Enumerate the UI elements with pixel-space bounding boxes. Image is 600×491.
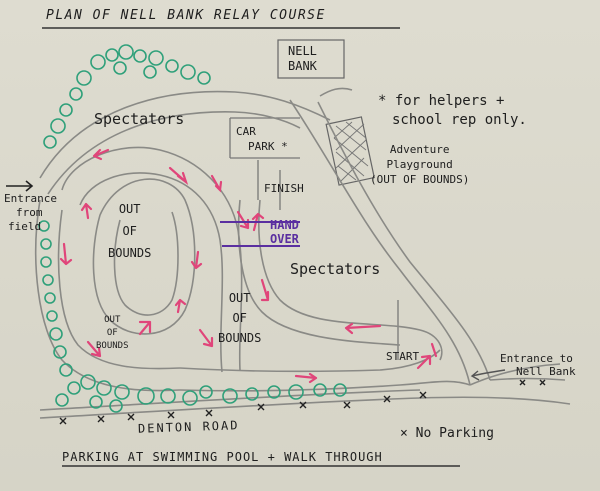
oob-mid-line-2: OF [232, 311, 247, 325]
map-title: PLAN OF NELL BANK RELAY COURSE [46, 8, 326, 23]
oob-small-line-3: BOUNDS [96, 341, 129, 351]
oob-mid-line-3: BOUNDS [218, 331, 262, 345]
hand-over-line-2: OVER [270, 232, 299, 246]
oob-small-line-2: OF [106, 328, 118, 338]
out-of-bounds-small: OUT OF BOUNDS [96, 314, 129, 353]
car-park-line-1: CAR [236, 125, 256, 138]
car-park-outline [229, 117, 300, 159]
playground-line-1: Adventure [389, 143, 450, 156]
oob-big-line-2: OF [122, 224, 137, 238]
hand-over-label: HAND OVER [270, 218, 299, 246]
entrance-nellbank-arrow [470, 369, 506, 381]
no-parking-crosses [59, 379, 546, 425]
trees-left [38, 220, 81, 407]
nell-bank-box [277, 39, 345, 79]
course-paths [34, 87, 571, 419]
helpers-note-line-1: * for helpers + [378, 93, 505, 109]
helpers-note-line-2: school rep only. [392, 112, 527, 128]
trees-top [43, 44, 211, 149]
entrance-nellbank-line-1: Entrance to [500, 352, 573, 365]
car-park-label: CAR PARK * [236, 124, 288, 154]
nell-bank-line-2: BANK [288, 59, 317, 73]
out-of-bounds-mid: OUT OF BOUNDS [218, 288, 261, 348]
oob-small-line-1: OUT [104, 315, 121, 325]
playground-line-2: Playground [386, 158, 453, 171]
entrance-nellbank-label: Entrance to Nell Bank [500, 352, 576, 378]
hand-over-line-1: HAND [270, 218, 299, 232]
nell-bank-line-1: NELL [288, 44, 317, 58]
car-park-line-2: PARK * [248, 140, 288, 153]
handover-lines [220, 221, 300, 247]
oob-big-line-1: OUT [118, 202, 141, 216]
entrance-field-line-1: Entrance [4, 192, 57, 205]
spectators-top-label: Spectators [94, 110, 185, 128]
nell-bank-label: NELL BANK [288, 44, 317, 74]
playground-label: Adventure Playground (OUT OF BOUNDS) [370, 142, 469, 187]
no-parking-label: × No Parking [400, 426, 494, 441]
spectators-right-label: Spectators [290, 260, 381, 278]
parking-note: PARKING AT SWIMMING POOL + WALK THROUGH [62, 450, 383, 464]
entrance-field-line-3: field [8, 220, 42, 233]
entrance-nellbank-line-2: Nell Bank [516, 365, 576, 378]
helpers-note: * for helpers + school rep only. [378, 92, 527, 130]
oob-mid-line-1: OUT [228, 291, 251, 305]
entrance-field-arrow [6, 180, 34, 192]
start-label: START [386, 350, 420, 363]
oob-big-line-3: BOUNDS [108, 246, 152, 260]
playground-line-3: (OUT OF BOUNDS) [370, 173, 470, 186]
finish-label: FINISH [264, 182, 304, 195]
playground-hatch [325, 116, 375, 186]
trees-bottom [80, 374, 347, 413]
entrance-field-label: Entrance from field [4, 192, 57, 234]
entrance-field-line-2: from [16, 206, 43, 219]
out-of-bounds-big: OUT OF BOUNDS [108, 198, 151, 264]
